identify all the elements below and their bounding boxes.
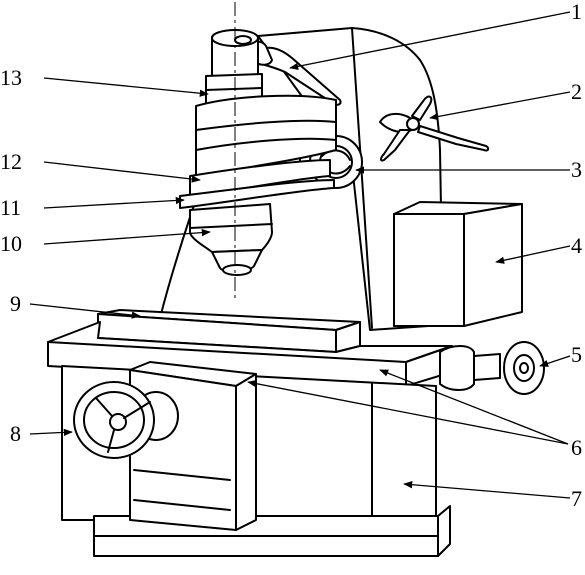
three-spoke-handle — [379, 95, 490, 162]
label-12: 12 — [0, 149, 22, 174]
feed-handwheel — [439, 341, 545, 395]
leader-6b — [247, 379, 569, 445]
leader-9 — [29, 303, 141, 319]
label-1: 1 — [571, 0, 582, 24]
leader-7 — [403, 481, 571, 499]
callout-labels: 1 2 3 4 5 6 7 8 9 10 11 12 13 — [0, 0, 582, 511]
leader-5 — [539, 355, 571, 367]
leader-11 — [43, 196, 185, 209]
label-13: 13 — [0, 65, 22, 90]
label-9: 9 — [10, 291, 21, 316]
label-8: 8 — [10, 421, 21, 446]
knee-slide — [129, 361, 257, 531]
label-11: 11 — [0, 195, 21, 220]
electrical-box — [393, 201, 523, 327]
leader-13 — [43, 77, 209, 97]
leader-8 — [29, 428, 73, 437]
label-7: 7 — [571, 486, 582, 511]
leader-6a — [379, 369, 569, 445]
bed-top — [47, 321, 453, 387]
leader-lines — [29, 11, 571, 499]
label-6: 6 — [571, 435, 582, 460]
leader-2 — [429, 91, 571, 121]
label-2: 2 — [571, 79, 582, 104]
spindle-head — [179, 29, 337, 276]
label-5: 5 — [571, 342, 582, 367]
label-3: 3 — [571, 157, 582, 182]
leader-4 — [495, 245, 571, 264]
leader-12 — [43, 161, 201, 183]
label-10: 10 — [0, 231, 22, 256]
label-4: 4 — [571, 233, 582, 258]
knee-handwheel — [73, 381, 179, 459]
leader-10 — [43, 228, 211, 245]
leader-1 — [289, 11, 571, 70]
